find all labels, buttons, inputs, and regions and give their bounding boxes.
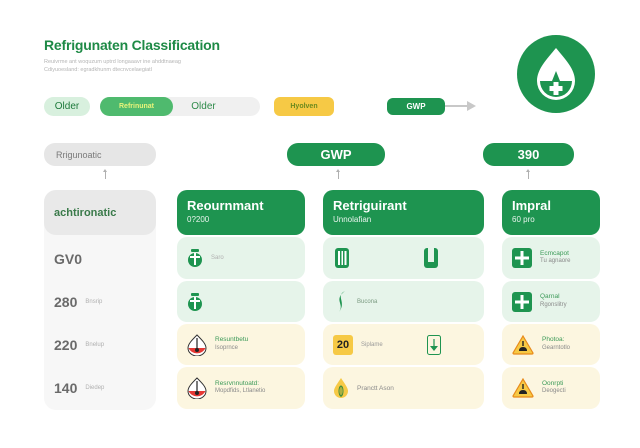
- row-label-sub: Bnelup: [85, 342, 105, 348]
- leaf-drop-icon: [333, 377, 349, 399]
- older-chip[interactable]: Older: [44, 97, 90, 116]
- cell-line1: Resuntbetu: [215, 336, 249, 344]
- age-toggle[interactable]: Refrinunat Older: [100, 97, 260, 116]
- plus-icon: [512, 248, 532, 268]
- cell: Ecmcapot Tu agnaore: [502, 237, 600, 279]
- arrow-right-icon: [467, 101, 476, 111]
- cell-line1: Ecmcapot: [540, 249, 569, 257]
- up-arrow-icon: [336, 169, 340, 179]
- cell: [323, 237, 484, 279]
- temp-20-icon: 20: [333, 334, 353, 355]
- cell: Pranctt Ason: [323, 367, 484, 409]
- cell-line1: Photoa:: [542, 336, 565, 344]
- cell: Photoa: Gearntotlo: [502, 324, 600, 365]
- cell: Resuntbetu Isoprnce: [177, 324, 305, 365]
- column-subtitle: 60 pro: [512, 215, 535, 224]
- up-arrow-icon: [103, 169, 107, 179]
- cell: 20 Siplame: [323, 324, 484, 365]
- column-title: Retriguirant: [333, 198, 407, 213]
- row-label: 140 Diedep: [44, 367, 156, 409]
- cell-text: Siplame: [361, 341, 383, 348]
- row-label: 220 Bnelup: [44, 324, 156, 366]
- cell-line2: Mopdfids, Ltlanetio: [215, 388, 266, 395]
- subtitle-line-1: Reuivrme ant woquzum uptrd longaaavr ine…: [44, 59, 181, 65]
- cell: [177, 281, 305, 322]
- column-subtitle: Unnolafian: [333, 215, 372, 224]
- up-arrow-icon: [526, 169, 530, 179]
- category-label-left: Rrigunoatic: [44, 143, 156, 166]
- cell-text: Pranctt Ason: [357, 384, 394, 392]
- gauge-drop-icon: [187, 333, 207, 356]
- cell-text: Saro: [211, 255, 224, 261]
- plus-icon: [512, 291, 532, 312]
- valve-icon: [187, 292, 203, 311]
- u-tube-icon: [424, 248, 438, 268]
- column-title: Reournmant: [187, 198, 264, 213]
- s-curve-icon: [333, 290, 349, 314]
- row-label-sub: Diedep: [85, 385, 105, 391]
- cell: Saro: [177, 237, 305, 279]
- value-label: 390: [483, 143, 574, 166]
- cell-line2: Deogecti: [542, 388, 566, 395]
- column-header-3: Impral 60 pro: [502, 190, 600, 235]
- gauge-drop-icon: [187, 377, 207, 399]
- cell: Oonrpti Deogecti: [502, 367, 600, 409]
- arrow-line: [445, 105, 467, 107]
- cell-line1: Oonrpti: [542, 379, 564, 387]
- yellow-chip[interactable]: Hyolven: [274, 97, 334, 116]
- page-title: Refrigunaten Classification: [44, 37, 220, 53]
- column-header-1: Reournmant 0?200: [177, 190, 305, 235]
- subtitle-line-2: Cdiyuoesland: egradkhunm dtecnvcelaegiat…: [44, 67, 152, 73]
- column-subtitle: 0?200: [187, 215, 210, 224]
- row-label: GV0: [44, 238, 156, 280]
- row-label-value: 220: [54, 337, 78, 353]
- cell-line1: Resrvnnutoatd:: [215, 379, 260, 387]
- label-column-header: achtironatic: [44, 190, 156, 235]
- cylinder-icon: [335, 248, 349, 268]
- toggle-active-option[interactable]: Refrinunat: [100, 97, 173, 116]
- row-label-value: GV0: [54, 251, 83, 267]
- cell-line2: Gearntotlo: [542, 344, 571, 351]
- row-label-value: 280: [54, 294, 78, 310]
- gwp-label: GWP: [287, 143, 385, 166]
- cell-line2: Tu agnaore: [540, 258, 571, 265]
- down-arrow-box-icon: [427, 334, 441, 355]
- warning-icon: [512, 378, 534, 398]
- cell-line2: Isoprnce: [215, 344, 239, 351]
- cell: Resrvnnutoatd: Mopdfids, Ltlanetio: [177, 367, 305, 409]
- valve-icon: [187, 249, 203, 267]
- row-label-value: 140: [54, 380, 78, 396]
- toggle-inactive-option[interactable]: Older: [191, 101, 216, 112]
- warning-icon: [512, 334, 534, 355]
- cell-text: Bucona: [357, 298, 378, 305]
- column-title: Impral: [512, 198, 552, 213]
- column-header-2: Retriguirant Unnolafian: [323, 190, 484, 235]
- cell: Qarnal Rgonslitry: [502, 281, 600, 322]
- cell-line1: Qarnal: [540, 293, 560, 301]
- cell: Bucona: [323, 281, 484, 322]
- row-label: 280 Bnsrip: [44, 281, 156, 323]
- cell-line2: Rgonslitry: [540, 301, 567, 308]
- refrigerant-drop-logo-icon: [517, 35, 595, 113]
- label-column-title: achtironatic: [54, 206, 117, 219]
- row-label-sub: Bnsrip: [85, 299, 103, 305]
- gwp-chip[interactable]: GWP: [387, 98, 445, 115]
